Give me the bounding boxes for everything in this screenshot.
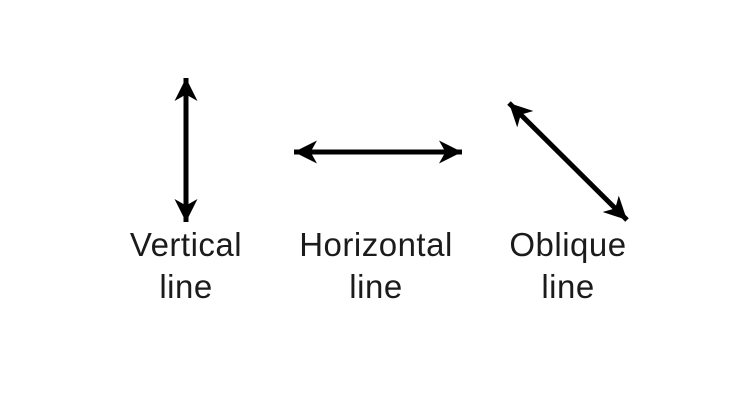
oblique-line-label-line2: line [541, 268, 595, 305]
vertical-line-label-line2: line [159, 268, 213, 305]
oblique-line-label-line1: Oblique [509, 226, 627, 263]
vertical-line-label-line1: Vertical [129, 226, 243, 263]
vertical-line-label: Vertical line [130, 224, 242, 308]
horizontal-line-label-line2: line [349, 268, 403, 305]
horizontal-line-label: Horizontal line [299, 224, 453, 308]
horizontal-line-label-line1: Horizontal [299, 226, 453, 263]
oblique-line-arrow [507, 101, 629, 222]
oblique-line-label: Oblique line [509, 224, 626, 308]
